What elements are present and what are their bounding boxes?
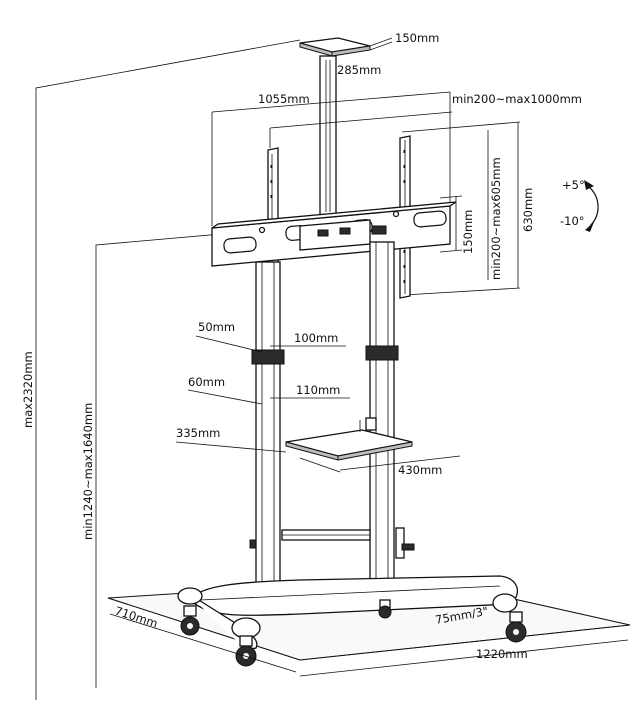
label-shelf-width: 430mm: [398, 463, 442, 477]
caster-back-right: [378, 599, 392, 619]
label-upper-collar-height: 100mm: [294, 331, 338, 345]
label-vesa-horizontal: min200~max1000mm: [452, 92, 582, 106]
right-pole: [369, 241, 395, 588]
label-tilt-up: +5°: [562, 178, 585, 192]
label-vesa-vertical-min: 150mm: [461, 210, 475, 254]
label-total-height: max2320mm: [21, 351, 35, 428]
dim-line-710mm: [109, 613, 297, 673]
label-upper-collar-offset: 50mm: [198, 320, 235, 334]
label-base-width: 1220mm: [476, 647, 528, 661]
dim-line-50mm: [195, 335, 263, 353]
shelf: [285, 417, 413, 461]
caster-back-left: [180, 605, 200, 636]
label-lower-collar-offset: 60mm: [188, 375, 225, 389]
dim-line-335mm: [175, 441, 287, 453]
caster-front-right: [505, 611, 527, 643]
dim-line-60mm: [187, 389, 263, 405]
label-height-range: min1240~max1640mm: [81, 403, 95, 540]
tilt-arrow-up-icon: [584, 180, 594, 190]
crossbar: [281, 529, 371, 541]
label-lower-collar-height: 110mm: [296, 383, 340, 397]
side-knob: [249, 539, 257, 549]
label-top-plate-depth: 150mm: [395, 31, 439, 45]
vesa-vertical-dims: [401, 121, 521, 296]
label-bracket-height: 630mm: [521, 188, 535, 232]
top-plate: [299, 37, 393, 57]
label-tilt-down: -10°: [560, 214, 585, 228]
dim-line-1220mm: [299, 639, 629, 677]
dim-line-1055: [211, 91, 451, 113]
horizontal-bracket: [211, 201, 457, 267]
handle: [395, 527, 415, 559]
label-vesa-vertical-range: min200~max605mm: [489, 157, 503, 280]
upper-collars: [251, 345, 399, 365]
label-shelf-depth: 335mm: [176, 426, 220, 440]
base-frame: [177, 575, 519, 651]
label-top-plate-width: 285mm: [337, 63, 381, 77]
tilt-arrow-down-icon: [585, 222, 594, 232]
wall-plane-outer: [35, 39, 301, 700]
tilt-arc-icon: [587, 185, 599, 227]
top-column: [319, 55, 337, 217]
dim-line-vesa-h: [269, 111, 453, 129]
label-overall-width: 1055mm: [258, 92, 310, 106]
left-pole: [255, 261, 281, 593]
dim-line-430mm: [339, 455, 461, 471]
